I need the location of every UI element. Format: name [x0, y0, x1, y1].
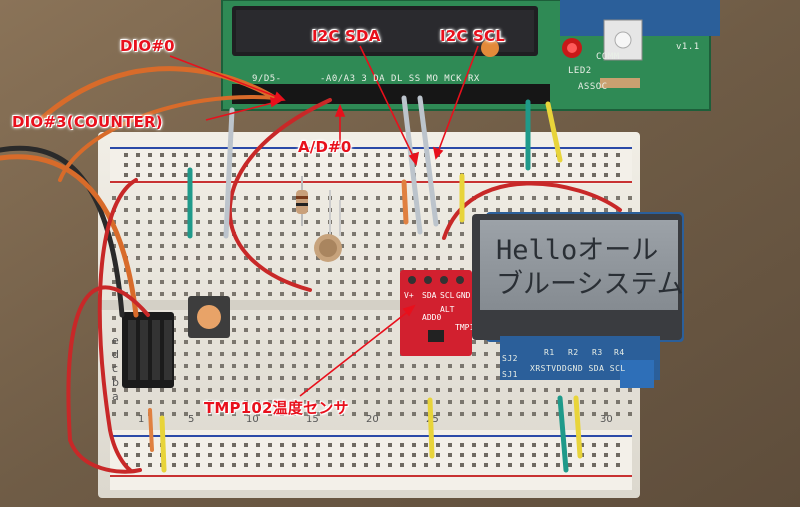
row-letter: e: [112, 334, 119, 347]
tmp102-board: [400, 270, 472, 356]
lcd-resistor-label: R2: [568, 348, 579, 357]
main-pcb: [221, 0, 720, 111]
lcd-jumper-label: SJ2: [502, 354, 518, 363]
photoresistor: [314, 190, 342, 262]
lcd-module: [472, 212, 684, 388]
breadboard: [98, 132, 640, 498]
callout-ad0: A/D#0: [298, 138, 352, 156]
pcb-comm: COMM: [596, 52, 620, 62]
wires: [0, 66, 622, 474]
col-number: 30: [600, 414, 613, 425]
callout-i2c-sda: I2C SDA: [312, 27, 381, 45]
col-number: 20: [366, 414, 379, 425]
lcd-resistor-label: R1: [544, 348, 555, 357]
col-number: 5: [188, 414, 194, 425]
lcd-resistor-label: R3: [592, 348, 603, 357]
lcd-board-label: XRSTVDDGND SDA SCL: [530, 364, 626, 373]
col-number: 15: [306, 414, 319, 425]
sensor-pin-label: V+: [404, 291, 414, 300]
lcd-line-2: ブルーシステム: [496, 269, 684, 300]
callout-dio0: DIO#0: [120, 37, 175, 55]
pcb-led-label: LED2: [568, 66, 592, 76]
push-button: [188, 296, 230, 338]
pcb-header-label: -A0/A3 3 DA DL SS MO MCK RX: [320, 74, 480, 84]
col-number: 1: [138, 414, 144, 425]
pin-header: [122, 312, 174, 388]
lcd-line-1: Helloオール: [496, 235, 659, 266]
sensor-pin-label: ALT: [440, 305, 455, 314]
pcb-assoc: ASSOC: [578, 82, 608, 92]
callout-tmp102: TMP102温度センサ: [204, 399, 349, 417]
sensor-pin-label: ADD0: [422, 313, 441, 322]
callout-dio3-counter: DIO#3(COUNTER): [12, 113, 163, 131]
sensor-pin-label: GND: [456, 291, 471, 300]
row-letter: d: [112, 348, 119, 361]
pcb-pin-label: 9/D5-: [252, 74, 282, 84]
sensor-pin-label: SCL: [440, 291, 455, 300]
row-letter: b: [112, 376, 119, 389]
sensor-pin-label: SDA: [422, 291, 437, 300]
pcb-version: v1.1: [676, 42, 700, 52]
lcd-resistor-label: R4: [614, 348, 625, 357]
sensor-name: TMP102: [455, 323, 484, 332]
col-number: 10: [246, 414, 259, 425]
row-letter: a: [112, 390, 119, 403]
resistor: [296, 176, 308, 226]
row-letter: c: [112, 362, 118, 375]
annotation-arrows: [169, 45, 479, 397]
callout-i2c-scl: I2C SCL: [440, 27, 506, 45]
lcd-jumper-label: SJ1: [502, 370, 518, 379]
